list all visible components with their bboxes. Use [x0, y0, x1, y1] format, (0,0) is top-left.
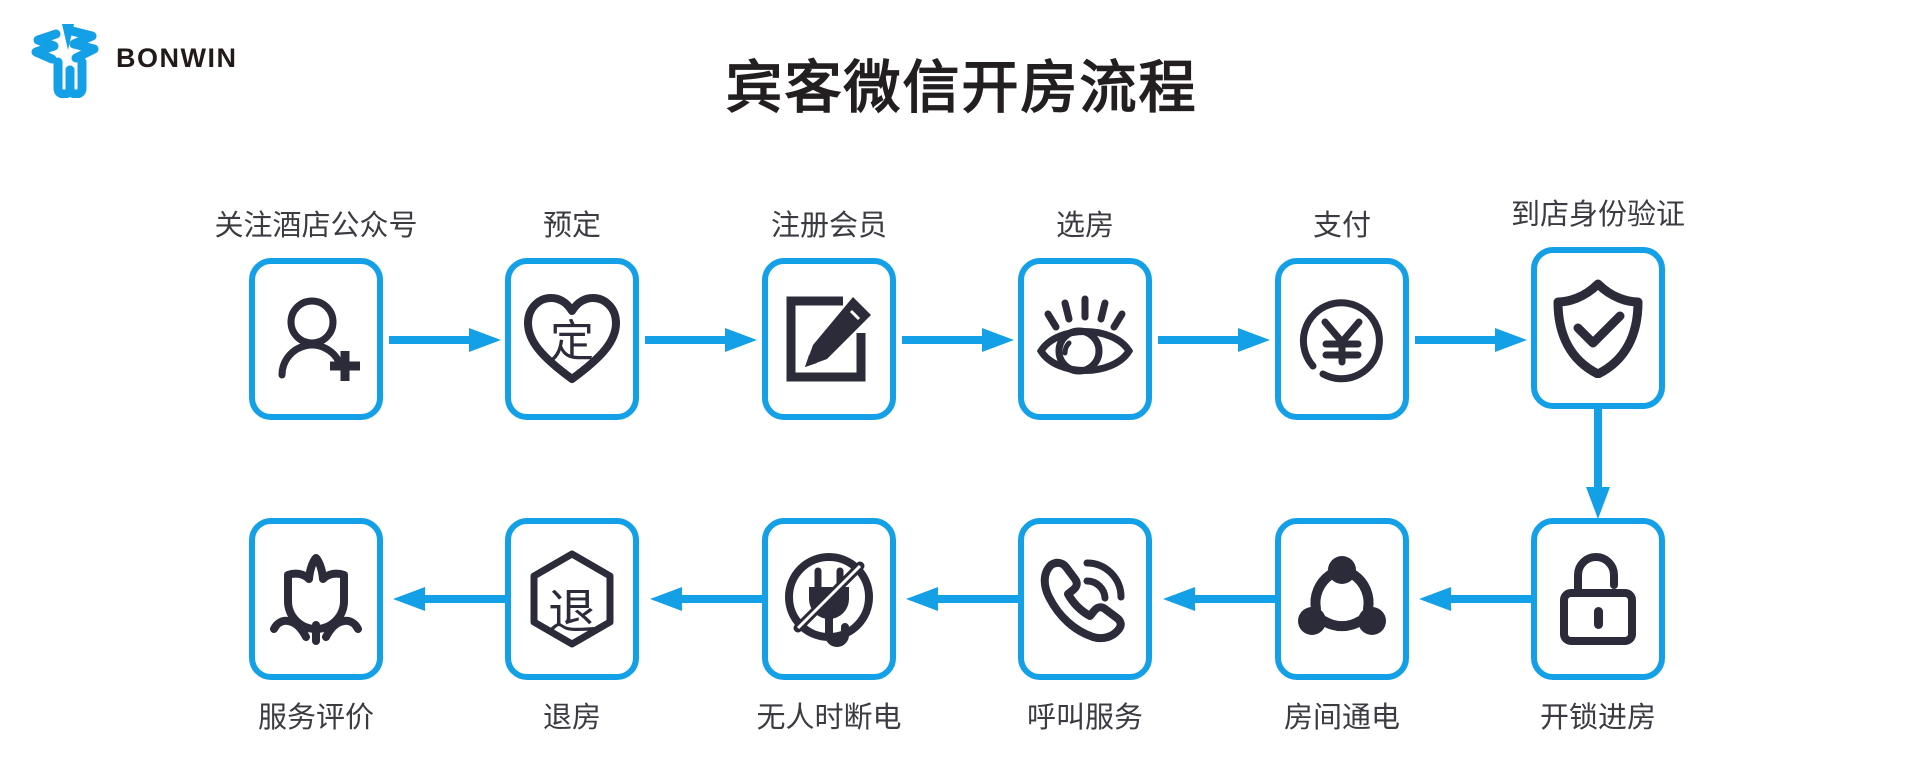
arrow-step7-to-step8 [1419, 587, 1531, 611]
flow-step-11-box[interactable]: 退 [505, 518, 639, 680]
flow-step-3[interactable]: 注册会员 [762, 208, 896, 420]
bonwin-propeller-logo-icon [22, 18, 114, 99]
flow-step-5-label: 支付 [1312, 208, 1371, 242]
flow-step-6-label: 到店身份验证 [1510, 197, 1685, 231]
flow-step-10-box[interactable] [762, 518, 896, 680]
flow-step-9-label: 呼叫服务 [1026, 700, 1143, 734]
arrow-step10-to-step11 [650, 587, 762, 611]
flow-step-12-box[interactable] [249, 518, 383, 680]
no-power-plug-icon [779, 549, 879, 649]
tulip-rating-icon [266, 551, 366, 647]
flow-step-6[interactable]: 到店身份验证 [1511, 197, 1685, 409]
arrow-step6-to-step7 [1586, 409, 1610, 519]
network-nodes-icon [1294, 551, 1390, 647]
flow-step-2[interactable]: 预定 定 [505, 208, 639, 420]
heart-booking-icon: 定 [522, 291, 622, 387]
flow-step-9[interactable]: 呼叫服务 [1018, 518, 1152, 734]
arrow-step1-to-step2 [389, 328, 501, 352]
arrow-step11-to-step12 [393, 587, 505, 611]
flow-step-3-box[interactable] [762, 258, 896, 420]
flow-step-8-label: 房间通电 [1283, 700, 1400, 734]
flow-step-7[interactable]: 开锁进房 [1531, 518, 1665, 734]
flow-step-12[interactable]: 服务评价 [249, 518, 383, 734]
arrow-step2-to-step3 [645, 328, 757, 352]
brand-wordmark: BONWIN [116, 42, 238, 73]
page-title: 宾客微信开房流程 [725, 55, 1198, 121]
hexagon-checkout-icon: 退 [522, 549, 622, 649]
brand-logo: BONWIN [22, 18, 282, 99]
flow-step-2-box[interactable]: 定 [505, 258, 639, 420]
flow-step-4[interactable]: 选房 [1018, 208, 1152, 420]
flow-step-1-box[interactable] [249, 258, 383, 420]
yen-payment-icon [1293, 290, 1391, 388]
flow-step-3-label: 注册会员 [770, 208, 887, 242]
edit-register-icon [781, 291, 877, 387]
flow-step-8-box[interactable] [1275, 518, 1409, 680]
unlocked-padlock-icon [1552, 549, 1644, 649]
flow-step-11-label: 退房 [542, 700, 601, 734]
ringing-phone-icon [1035, 551, 1135, 647]
flow-step-5-box[interactable] [1275, 258, 1409, 420]
flow-step-4-box[interactable] [1018, 258, 1152, 420]
add-user-icon [268, 291, 364, 387]
flow-step-4-label: 选房 [1055, 208, 1114, 242]
flow-step-8[interactable]: 房间通电 [1275, 518, 1409, 734]
flow-step-7-label: 开锁进房 [1539, 700, 1656, 734]
arrow-step9-to-step10 [906, 587, 1018, 611]
flow-step-1[interactable]: 关注酒店公众号 [214, 208, 418, 420]
flow-step-9-box[interactable] [1018, 518, 1152, 680]
flow-step-6-box[interactable] [1531, 247, 1665, 409]
flow-step-7-box[interactable] [1531, 518, 1665, 680]
flow-step-10[interactable]: 无人时断电 [756, 518, 902, 734]
flow-step-10-label: 无人时断电 [756, 700, 902, 734]
flow-step-1-label: 关注酒店公众号 [214, 208, 418, 242]
flow-step-11[interactable]: 退 退房 [505, 518, 639, 734]
arrow-step4-to-step5 [1158, 328, 1270, 352]
eye-select-icon [1035, 291, 1135, 387]
arrow-step3-to-step4 [902, 328, 1014, 352]
arrow-step5-to-step6 [1415, 328, 1527, 352]
shield-check-icon [1550, 278, 1646, 378]
arrow-step8-to-step9 [1163, 587, 1275, 611]
flow-step-2-label: 预定 [542, 208, 601, 242]
flow-step-12-label: 服务评价 [257, 700, 374, 734]
flow-step-5[interactable]: 支付 [1275, 208, 1409, 420]
